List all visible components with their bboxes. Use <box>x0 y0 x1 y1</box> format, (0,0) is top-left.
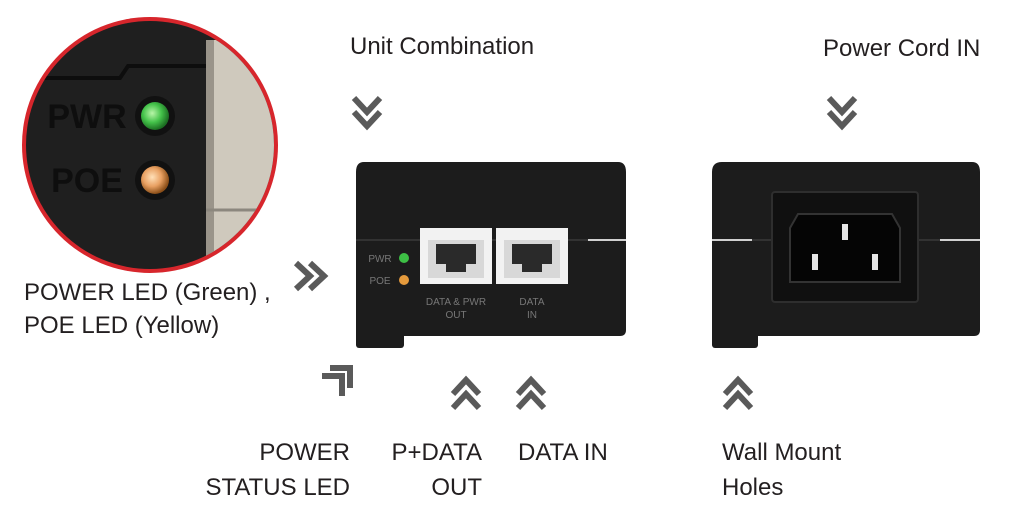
label-wall-mount-line1: Wall Mount <box>722 439 842 466</box>
chevron-up-icon <box>450 375 482 411</box>
front-green-led <box>399 253 409 263</box>
port2-label-line1: DATA <box>519 297 545 308</box>
label-unit-combination: Unit Combination <box>350 33 535 60</box>
chevron-up-right-icon <box>322 365 353 396</box>
poe-injector-front: PWR POE DATA & PWR OUT DATA IN <box>356 162 626 348</box>
chevron-down-icon <box>826 95 858 131</box>
zoom-green-led <box>141 102 169 130</box>
chevron-down-icon <box>351 95 383 131</box>
label-power-cord-in: Power Cord IN <box>823 35 981 62</box>
zoom-poe-text: POE <box>51 162 123 200</box>
front-yellow-led <box>399 275 409 285</box>
label-data-in: DATA IN <box>518 439 608 466</box>
label-power-status-line2: STATUS LED <box>205 474 350 501</box>
inlet-pin-left <box>812 254 818 270</box>
port1-label-line2: OUT <box>445 310 466 321</box>
label-power-status-line1: POWER <box>259 439 350 466</box>
inlet-pin-right <box>872 254 878 270</box>
chevron-right-icon <box>293 260 329 292</box>
back-mount-tab <box>712 322 758 348</box>
poe-injector-back <box>712 162 980 348</box>
front-pwr-text: PWR <box>368 254 391 265</box>
port1-label-line1: DATA & PWR <box>426 297 486 308</box>
zoom-pwr-text: PWR <box>47 98 126 136</box>
inlet-pin-earth <box>842 224 848 240</box>
label-power-led-line1: POWER LED (Green) , <box>24 279 271 306</box>
port2-label-line2: IN <box>527 310 537 321</box>
chevron-up-icon <box>515 375 547 411</box>
front-mount-tab <box>356 322 404 348</box>
chevron-up-icon <box>722 375 754 411</box>
label-pdata-out-line2: OUT <box>431 474 482 501</box>
front-poe-text: POE <box>369 276 390 287</box>
led-zoom-circle: PWR POE <box>22 17 278 273</box>
label-wall-mount-line2: Holes <box>722 474 784 501</box>
label-pdata-out-line1: P+DATA <box>391 439 482 466</box>
label-power-led-line2: POE LED (Yellow) <box>24 312 220 339</box>
zoom-yellow-led <box>141 166 169 194</box>
